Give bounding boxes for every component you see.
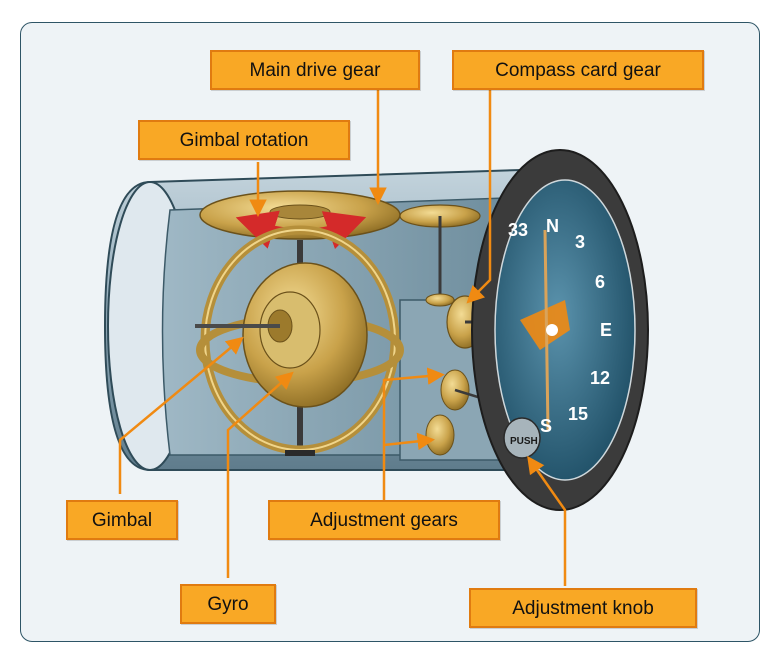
adjustment-gears-label: Adjustment gears — [268, 500, 500, 540]
dial-mark-12: 12 — [590, 368, 610, 388]
gimbal-gyro-art — [195, 225, 404, 456]
adjustment-knob-label: Adjustment knob — [469, 588, 697, 628]
compass-dial-art: N 3 6 E 12 15 S 33 — [471, 149, 649, 511]
leader-lines — [118, 90, 567, 586]
dial-mark-6: 6 — [595, 272, 605, 292]
adjustment-knob-art: PUSH — [503, 417, 541, 459]
main-drive-gear-label: Main drive gear — [210, 50, 420, 90]
gimbal-rotation-label: Gimbal rotation — [138, 120, 350, 160]
gimbal-label: Gimbal — [66, 500, 178, 540]
dial-mark-33: 33 — [508, 220, 528, 240]
dial-mark-15: 15 — [568, 404, 588, 424]
dial-mark-3: 3 — [575, 232, 585, 252]
compass-card-gear-label: Compass card gear — [452, 50, 704, 90]
dial-mark-s: S — [540, 416, 552, 436]
dial-mark-n: N — [546, 216, 559, 236]
gyro-label: Gyro — [180, 584, 276, 624]
dial-mark-e: E — [600, 320, 612, 340]
knob-push-text: PUSH — [510, 436, 538, 447]
